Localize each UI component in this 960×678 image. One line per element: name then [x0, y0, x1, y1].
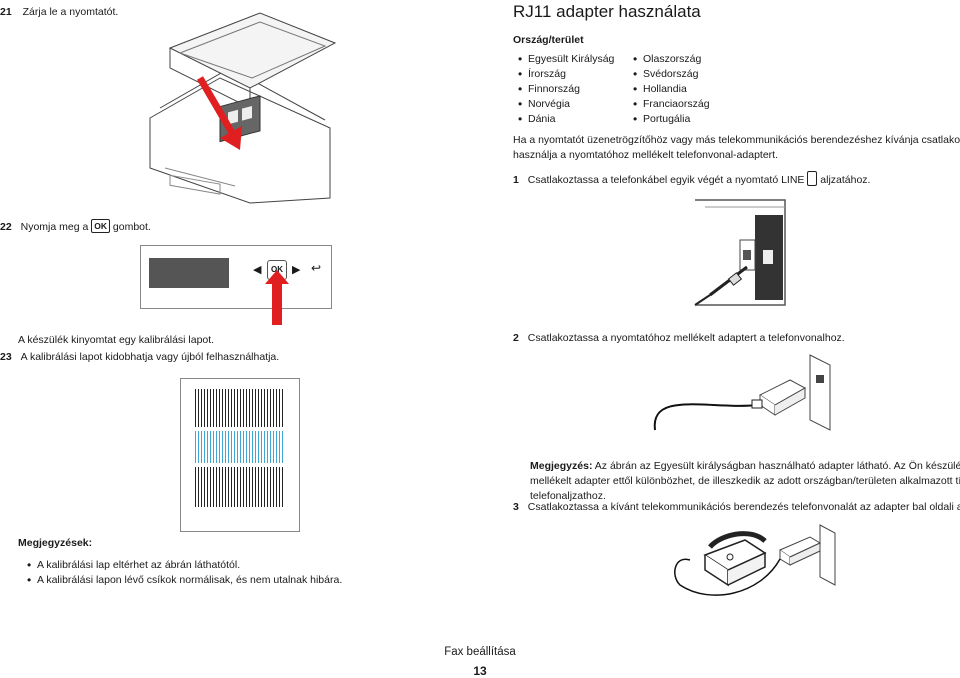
step-text: Zárja le a nyomtatót. — [22, 6, 119, 18]
step-22: 22 Nyomja meg a OK gombot. — [0, 219, 151, 234]
step-text: Csatlakoztassa a telefonkábel egyik végé… — [527, 174, 805, 186]
country-item: Portugália — [633, 112, 690, 126]
black-stripes — [195, 389, 285, 427]
telephone-adapter-illustration — [674, 524, 836, 596]
note-line-1: Megjegyzés: Az ábrán az Egyesült királys… — [530, 459, 960, 473]
step-number: 23 — [0, 351, 12, 363]
country-item: Finnország — [518, 82, 580, 96]
calibration-page-illustration — [180, 378, 300, 532]
adapter-wall-illustration — [653, 354, 831, 431]
black-stripes-bottom — [195, 467, 285, 507]
note-line-2: mellékelt adapter ettől különbözhet, de … — [530, 475, 960, 487]
country-item: Dánia — [518, 112, 556, 126]
step-text-after: gombot. — [112, 221, 151, 233]
country-item: Írország — [518, 67, 566, 81]
printer-back-cable-illustration — [694, 199, 786, 306]
step-text: Csatlakoztassa a kívánt telekommunikáció… — [527, 501, 960, 513]
ok-key-icon: OK — [91, 219, 110, 233]
country-item: Egyesült Királyság — [518, 52, 614, 66]
step-text: A kalibrálási lapot kidobhatja vagy újbó… — [20, 351, 280, 363]
intro-line-2: használja a nyomtatóhoz mellékelt telefo… — [513, 149, 778, 161]
section-title: RJ11 adapter használata — [513, 2, 701, 21]
printing-text: A készülék kinyomtat egy kalibrálási lap… — [18, 334, 215, 346]
note-item: A kalibrálási lap eltérhet az ábrán láth… — [27, 558, 240, 572]
panel-display — [149, 258, 229, 288]
note-item: A kalibrálási lapon lévő csíkok normális… — [27, 573, 342, 587]
step-number: 2 — [513, 332, 519, 344]
step-text: Nyomja meg a — [20, 221, 89, 233]
step-number: 22 — [0, 221, 12, 233]
step-3: 3 Csatlakoztassa a kívánt telekommunikác… — [513, 500, 960, 514]
printer-closing-illustration — [149, 12, 337, 204]
country-item: Olaszország — [633, 52, 701, 66]
right-arrow-icon: ▶ — [292, 264, 301, 276]
step-number: 1 — [513, 174, 519, 186]
step-text: Csatlakoztassa a nyomtatóhoz mellékelt a… — [527, 332, 845, 344]
step-text-after: aljzatához. — [820, 174, 871, 186]
country-heading: Ország/terület — [513, 34, 584, 46]
back-icon: ↩ — [311, 261, 322, 275]
step-2: 2 Csatlakoztassa a nyomtatóhoz mellékelt… — [513, 331, 845, 345]
step-1: 1 Csatlakoztassa a telefonkábel egyik vé… — [513, 171, 870, 187]
country-item: Svédország — [633, 67, 699, 81]
line-port-icon — [807, 171, 818, 186]
intro-line-1: Ha a nyomtatót üzenetrögzítőhöz vagy más… — [513, 134, 960, 146]
control-panel-illustration: ◀ OK ▶ ↩ — [140, 245, 332, 309]
left-arrow-icon: ◀ — [253, 264, 262, 276]
press-arrow-icon — [265, 270, 289, 325]
note-line-3: telefonaljzathoz. — [530, 490, 606, 502]
step-23: 23 A kalibrálási lapot kidobhatja vagy ú… — [0, 350, 279, 364]
step-number: 3 — [513, 501, 519, 513]
page-number: 13 — [473, 664, 487, 678]
step-21: 21 Zárja le a nyomtatót. — [0, 5, 118, 19]
blue-stripes — [195, 431, 285, 463]
country-item: Hollandia — [633, 82, 687, 96]
country-item: Franciaország — [633, 97, 709, 111]
notes-title: Megjegyzések: — [18, 537, 93, 549]
note-text: Az ábrán az Egyesült királyságban haszná… — [594, 460, 960, 472]
step-number: 21 — [0, 6, 12, 18]
footer-section: Fax beállítása — [444, 646, 516, 658]
country-item: Norvégia — [518, 97, 570, 111]
note-label: Megjegyzés: — [530, 460, 593, 472]
